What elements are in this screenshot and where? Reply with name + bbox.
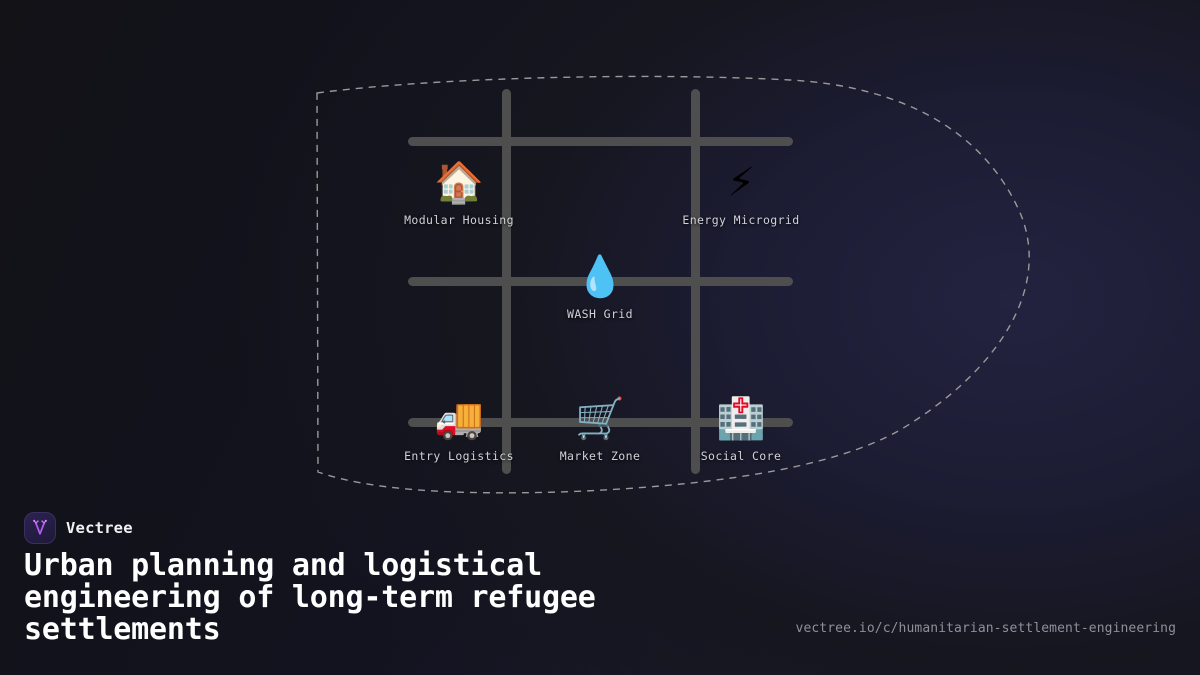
water-droplet-icon: 💧 bbox=[575, 254, 625, 300]
road-vertical-west bbox=[502, 89, 511, 474]
lightning-bolt-icon: ⚡ bbox=[726, 160, 756, 206]
brand-name: Vectree bbox=[66, 519, 133, 537]
page-title: Urban planning and logistical engineerin… bbox=[24, 548, 596, 648]
zone-label-social-core: Social Core bbox=[700, 449, 782, 463]
road-horizontal-north bbox=[408, 137, 793, 146]
source-url[interactable]: vectree.io/c/humanitarian-settlement-eng… bbox=[795, 621, 1176, 636]
vectree-tree-icon bbox=[33, 519, 47, 535]
zone-label-market-zone: Market Zone bbox=[559, 449, 641, 463]
road-horizontal-center bbox=[408, 277, 793, 286]
shopping-cart-icon: 🛒 bbox=[575, 396, 625, 442]
road-horizontal-south bbox=[408, 418, 793, 427]
house-icon: 🏠 bbox=[434, 160, 484, 206]
zone-label-wash-grid: WASH Grid bbox=[567, 307, 633, 321]
zone-modular-housing[interactable]: 🏠 Modular Housing bbox=[359, 163, 559, 227]
hospital-icon: 🏥 bbox=[716, 396, 766, 442]
brand-logo-badge bbox=[24, 512, 56, 544]
zone-label-energy-microgrid: Energy Microgrid bbox=[682, 213, 800, 227]
zone-energy-microgrid[interactable]: ⚡ Energy Microgrid bbox=[641, 163, 841, 227]
settlement-diagram: 🏠 Modular Housing ⚡ Energy Microgrid 💧 W… bbox=[316, 75, 1030, 494]
zone-market-zone[interactable]: 🛒 Market Zone bbox=[500, 399, 700, 463]
zone-entry-logistics[interactable]: 🚚 Entry Logistics bbox=[359, 399, 559, 463]
zone-social-core[interactable]: 🏥 Social Core bbox=[641, 399, 841, 463]
slide-footer: Vectree Urban planning and logistical en… bbox=[0, 500, 1200, 675]
settlement-perimeter-outline bbox=[316, 75, 1030, 494]
zone-label-modular-housing: Modular Housing bbox=[404, 213, 514, 227]
brand-lockup[interactable]: Vectree bbox=[24, 512, 133, 544]
road-vertical-east bbox=[691, 89, 700, 474]
delivery-truck-icon: 🚚 bbox=[434, 396, 484, 442]
zone-wash-grid[interactable]: 💧 WASH Grid bbox=[500, 257, 700, 321]
zone-label-entry-logistics: Entry Logistics bbox=[404, 449, 514, 463]
